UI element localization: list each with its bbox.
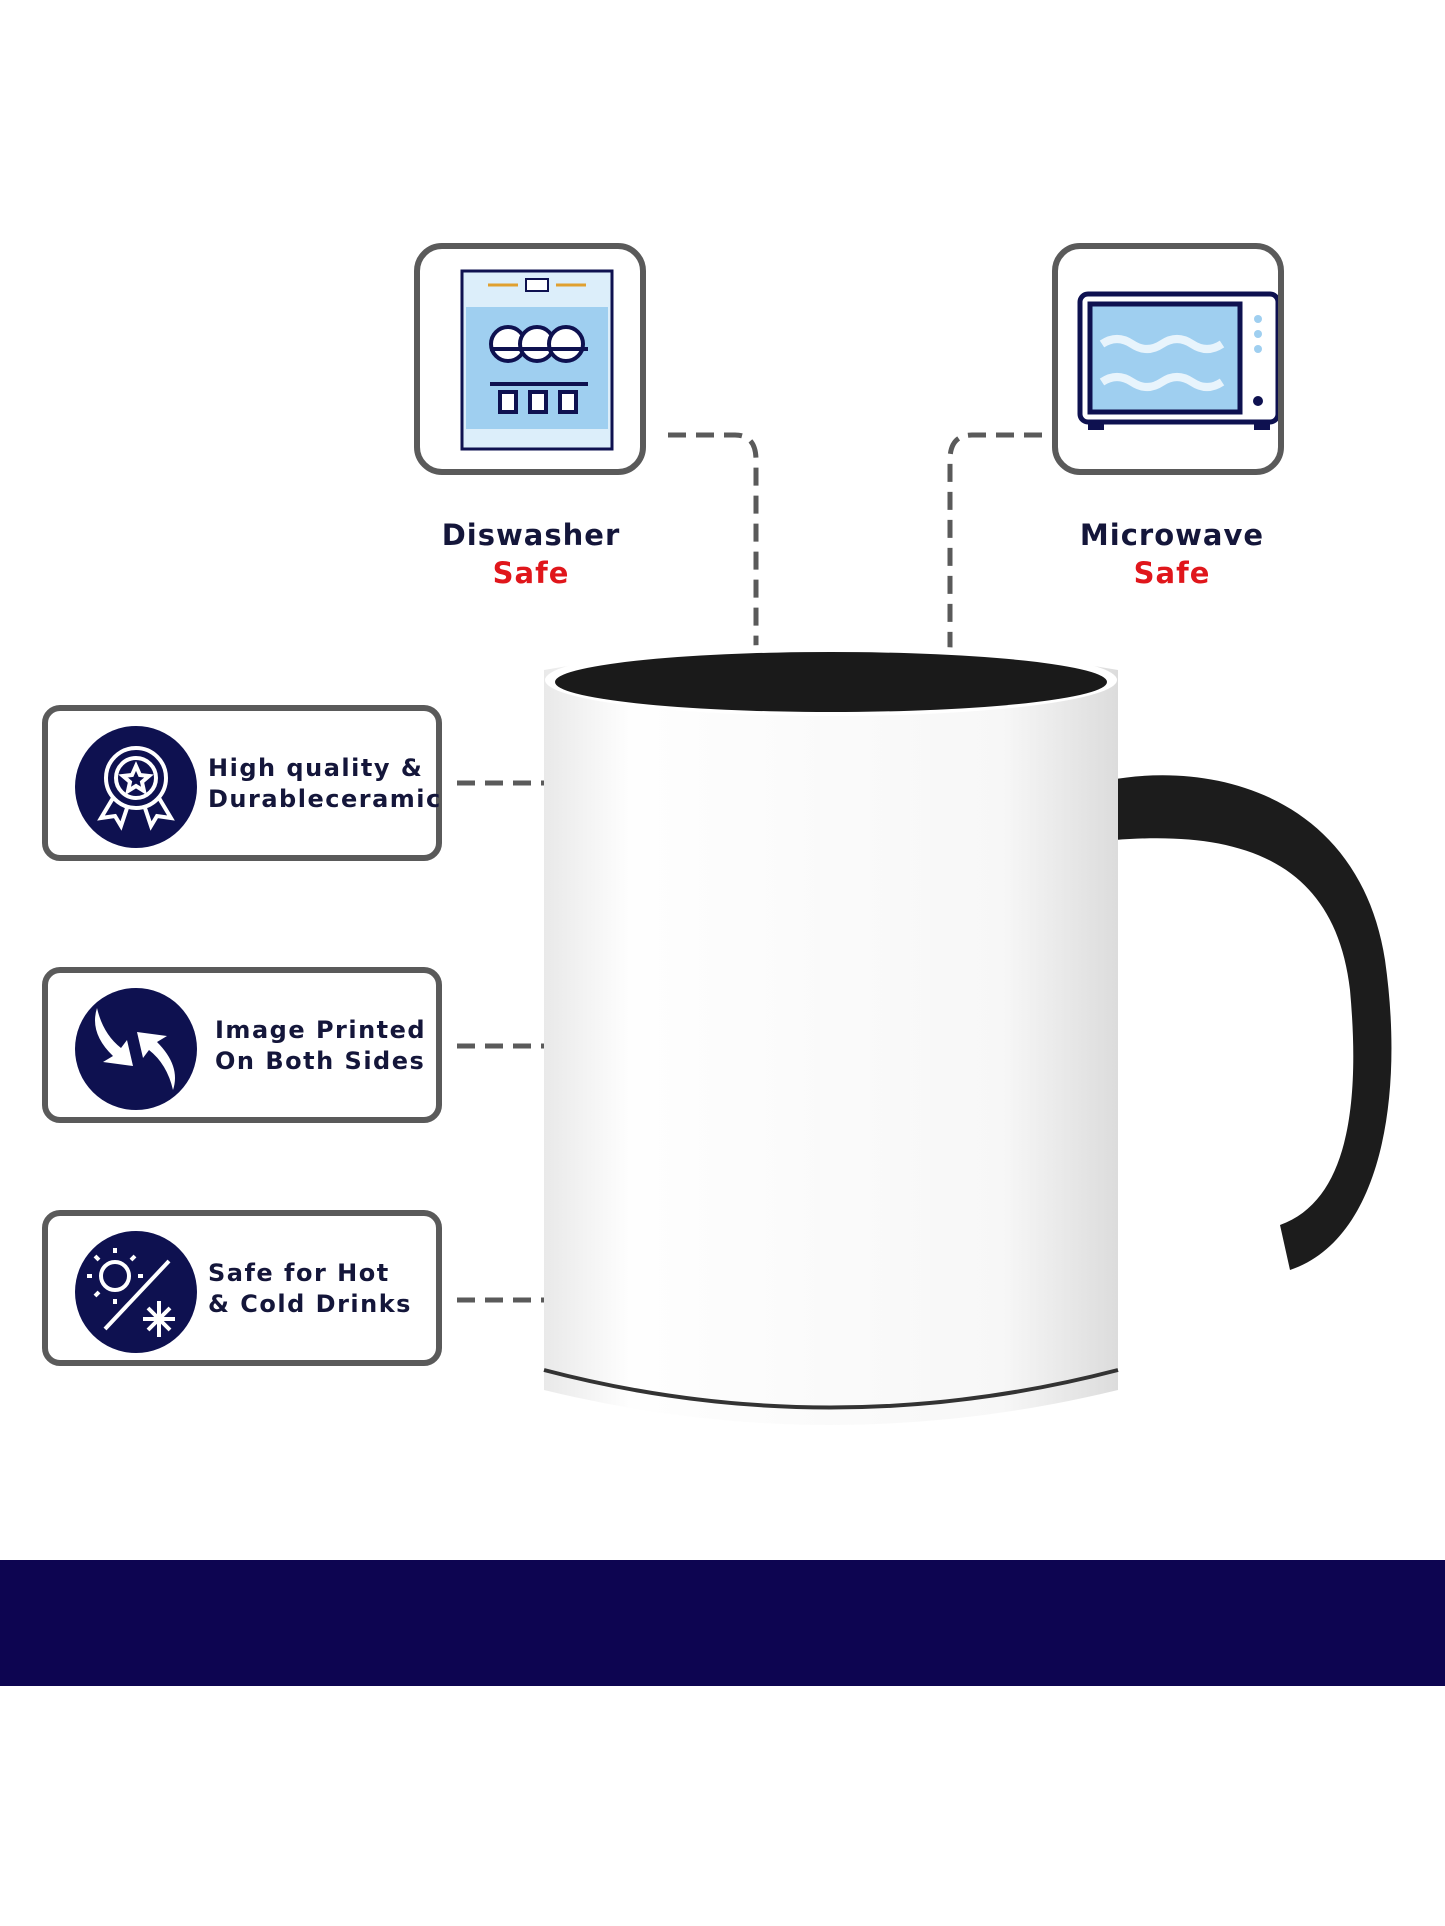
label-line2: Safe <box>1133 556 1211 590</box>
microwave-icon <box>1077 291 1281 430</box>
dishwasher-icon-box <box>414 243 646 475</box>
feature-line2: & Cold Drinks <box>208 1290 412 1318</box>
feature-line1: High quality & <box>208 754 424 782</box>
swap-arrows-icon <box>75 988 197 1110</box>
footer-band <box>0 1560 1445 1686</box>
feature-line1: Image Printed <box>215 1016 427 1044</box>
label-line1: Microwave <box>1079 518 1265 552</box>
feature-line2: Durableceramic <box>208 785 442 813</box>
microwave-icon-box <box>1052 243 1284 475</box>
feature-hot-cold: Safe for Hot & Cold Drinks <box>42 1210 442 1366</box>
microwave-safe-label: Microwave Safe <box>1022 516 1322 592</box>
dishwasher-safe-label: Diswasher Safe <box>381 516 681 592</box>
dishwasher-icon <box>460 269 614 451</box>
label-line2: Safe <box>492 556 570 590</box>
sun-snowflake-icon <box>75 1231 197 1353</box>
feature-line2: On Both Sides <box>215 1047 426 1075</box>
label-line1: Diswasher <box>441 518 621 552</box>
feature-line1: Safe for Hot <box>208 1259 390 1287</box>
feature-high-quality: High quality & Durableceramic <box>42 705 442 861</box>
feature-image-printed: Image Printed On Both Sides <box>42 967 442 1123</box>
award-badge-icon <box>75 726 197 848</box>
mug-image <box>543 644 1392 1425</box>
